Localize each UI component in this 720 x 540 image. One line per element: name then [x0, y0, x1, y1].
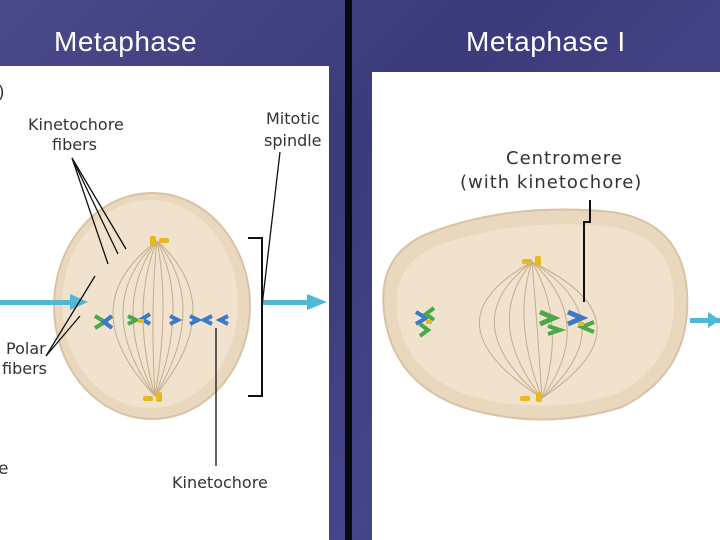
kinetochore-label: Kinetochore	[172, 473, 268, 492]
mitotic-spindle-label-line2: spindle	[264, 131, 322, 150]
arrow-right-out	[690, 312, 720, 328]
metaphase-diagram-panel: ) e Kinetochore fibers Mitotic spindle P…	[0, 66, 329, 540]
polar-fibers-label-line2: fibers	[2, 359, 47, 378]
panel-divider	[345, 0, 352, 540]
mitotic-spindle-label-line1: Mitotic	[266, 109, 320, 128]
metaphase-i-diagram: Centromere (with kinetochore)	[372, 72, 720, 540]
metaphase-i-diagram-panel: Centromere (with kinetochore)	[372, 72, 720, 540]
metaphase-diagram: ) e Kinetochore fibers Mitotic spindle P…	[0, 66, 329, 540]
edge-letter-label: e	[0, 459, 8, 479]
polar-fibers-label-line1: Polar	[6, 339, 46, 358]
arrow-right-out	[262, 294, 327, 310]
centromere-label-line1: Centromere	[506, 148, 623, 169]
arrow-left-in	[0, 294, 88, 310]
kinetochore-fibers-label-line2: fibers	[52, 135, 97, 154]
kinetochore-fibers-label-line1: Kinetochore	[28, 115, 124, 134]
centromere-label-line2: (with kinetochore)	[460, 172, 642, 193]
slide-title-metaphase-i: Metaphase I	[466, 26, 626, 58]
panel-letter-label: )	[0, 83, 5, 103]
slide-title-metaphase: Metaphase	[54, 26, 197, 58]
